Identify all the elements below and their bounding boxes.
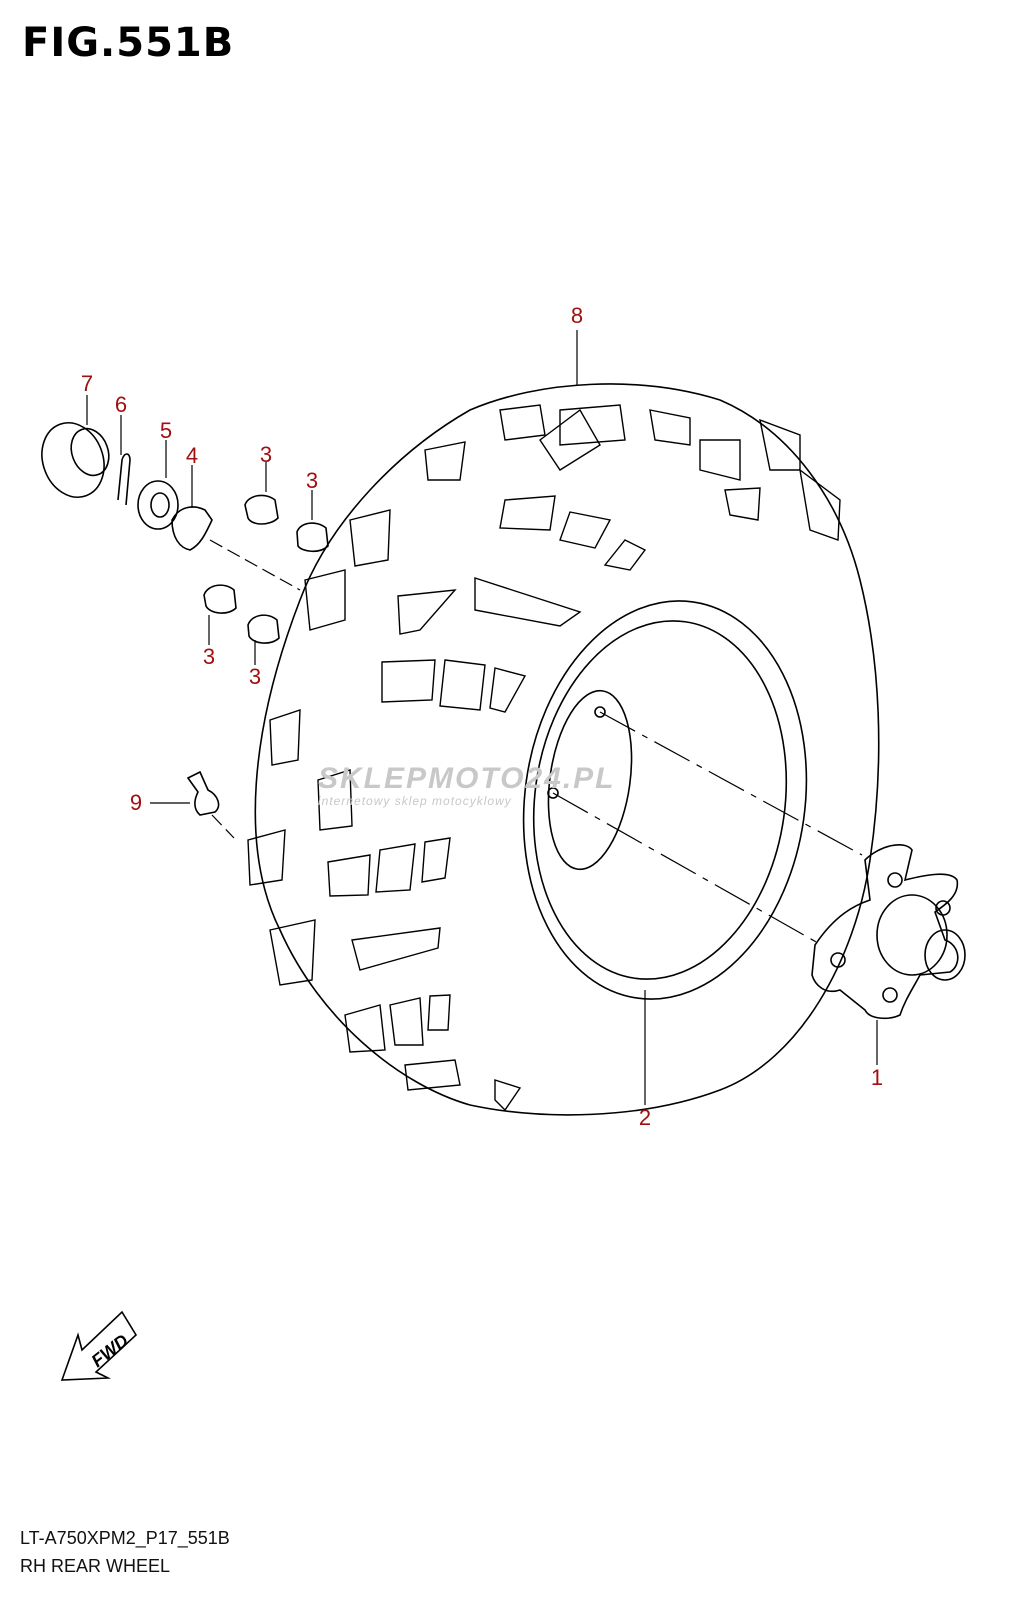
callout-3a[interactable]: 3 [259, 442, 273, 467]
callout-2[interactable]: 2 [638, 1105, 652, 1130]
callout-8[interactable]: 8 [570, 303, 584, 328]
nut-cap [41, 422, 110, 498]
hub-nut [137, 480, 179, 530]
callout-3c[interactable]: 3 [202, 644, 216, 669]
valve-stem [186, 770, 220, 816]
rim-outer [522, 600, 808, 1000]
tread-blocks [247, 404, 841, 1112]
callout-9[interactable]: 9 [129, 790, 143, 815]
rim-inner [532, 620, 788, 980]
callout-3d[interactable]: 3 [248, 664, 262, 689]
callout-4[interactable]: 4 [185, 443, 199, 468]
rim-center [547, 689, 633, 871]
callout-6[interactable]: 6 [114, 392, 128, 417]
watermark-brand: SKLEPMOTO24.PL [318, 762, 616, 795]
diagram-code: LT-A750XPM2_P17_551B [20, 1528, 230, 1548]
cotter-pin [117, 453, 131, 506]
tire-outline [254, 383, 880, 1116]
washer [171, 506, 213, 551]
fwd-arrow [60, 1310, 138, 1381]
callout-1[interactable]: 1 [870, 1065, 884, 1090]
figure-title: FIG.551B [22, 20, 235, 66]
callout-5[interactable]: 5 [159, 418, 173, 443]
watermark-tagline: internetowy sklep motocyklowy [318, 794, 512, 808]
callout-7[interactable]: 7 [80, 371, 94, 396]
callout-3b[interactable]: 3 [305, 468, 319, 493]
wheel-hub [811, 844, 966, 1020]
lug-nuts [203, 494, 329, 644]
diagram-name: RH REAR WHEEL [20, 1556, 171, 1576]
